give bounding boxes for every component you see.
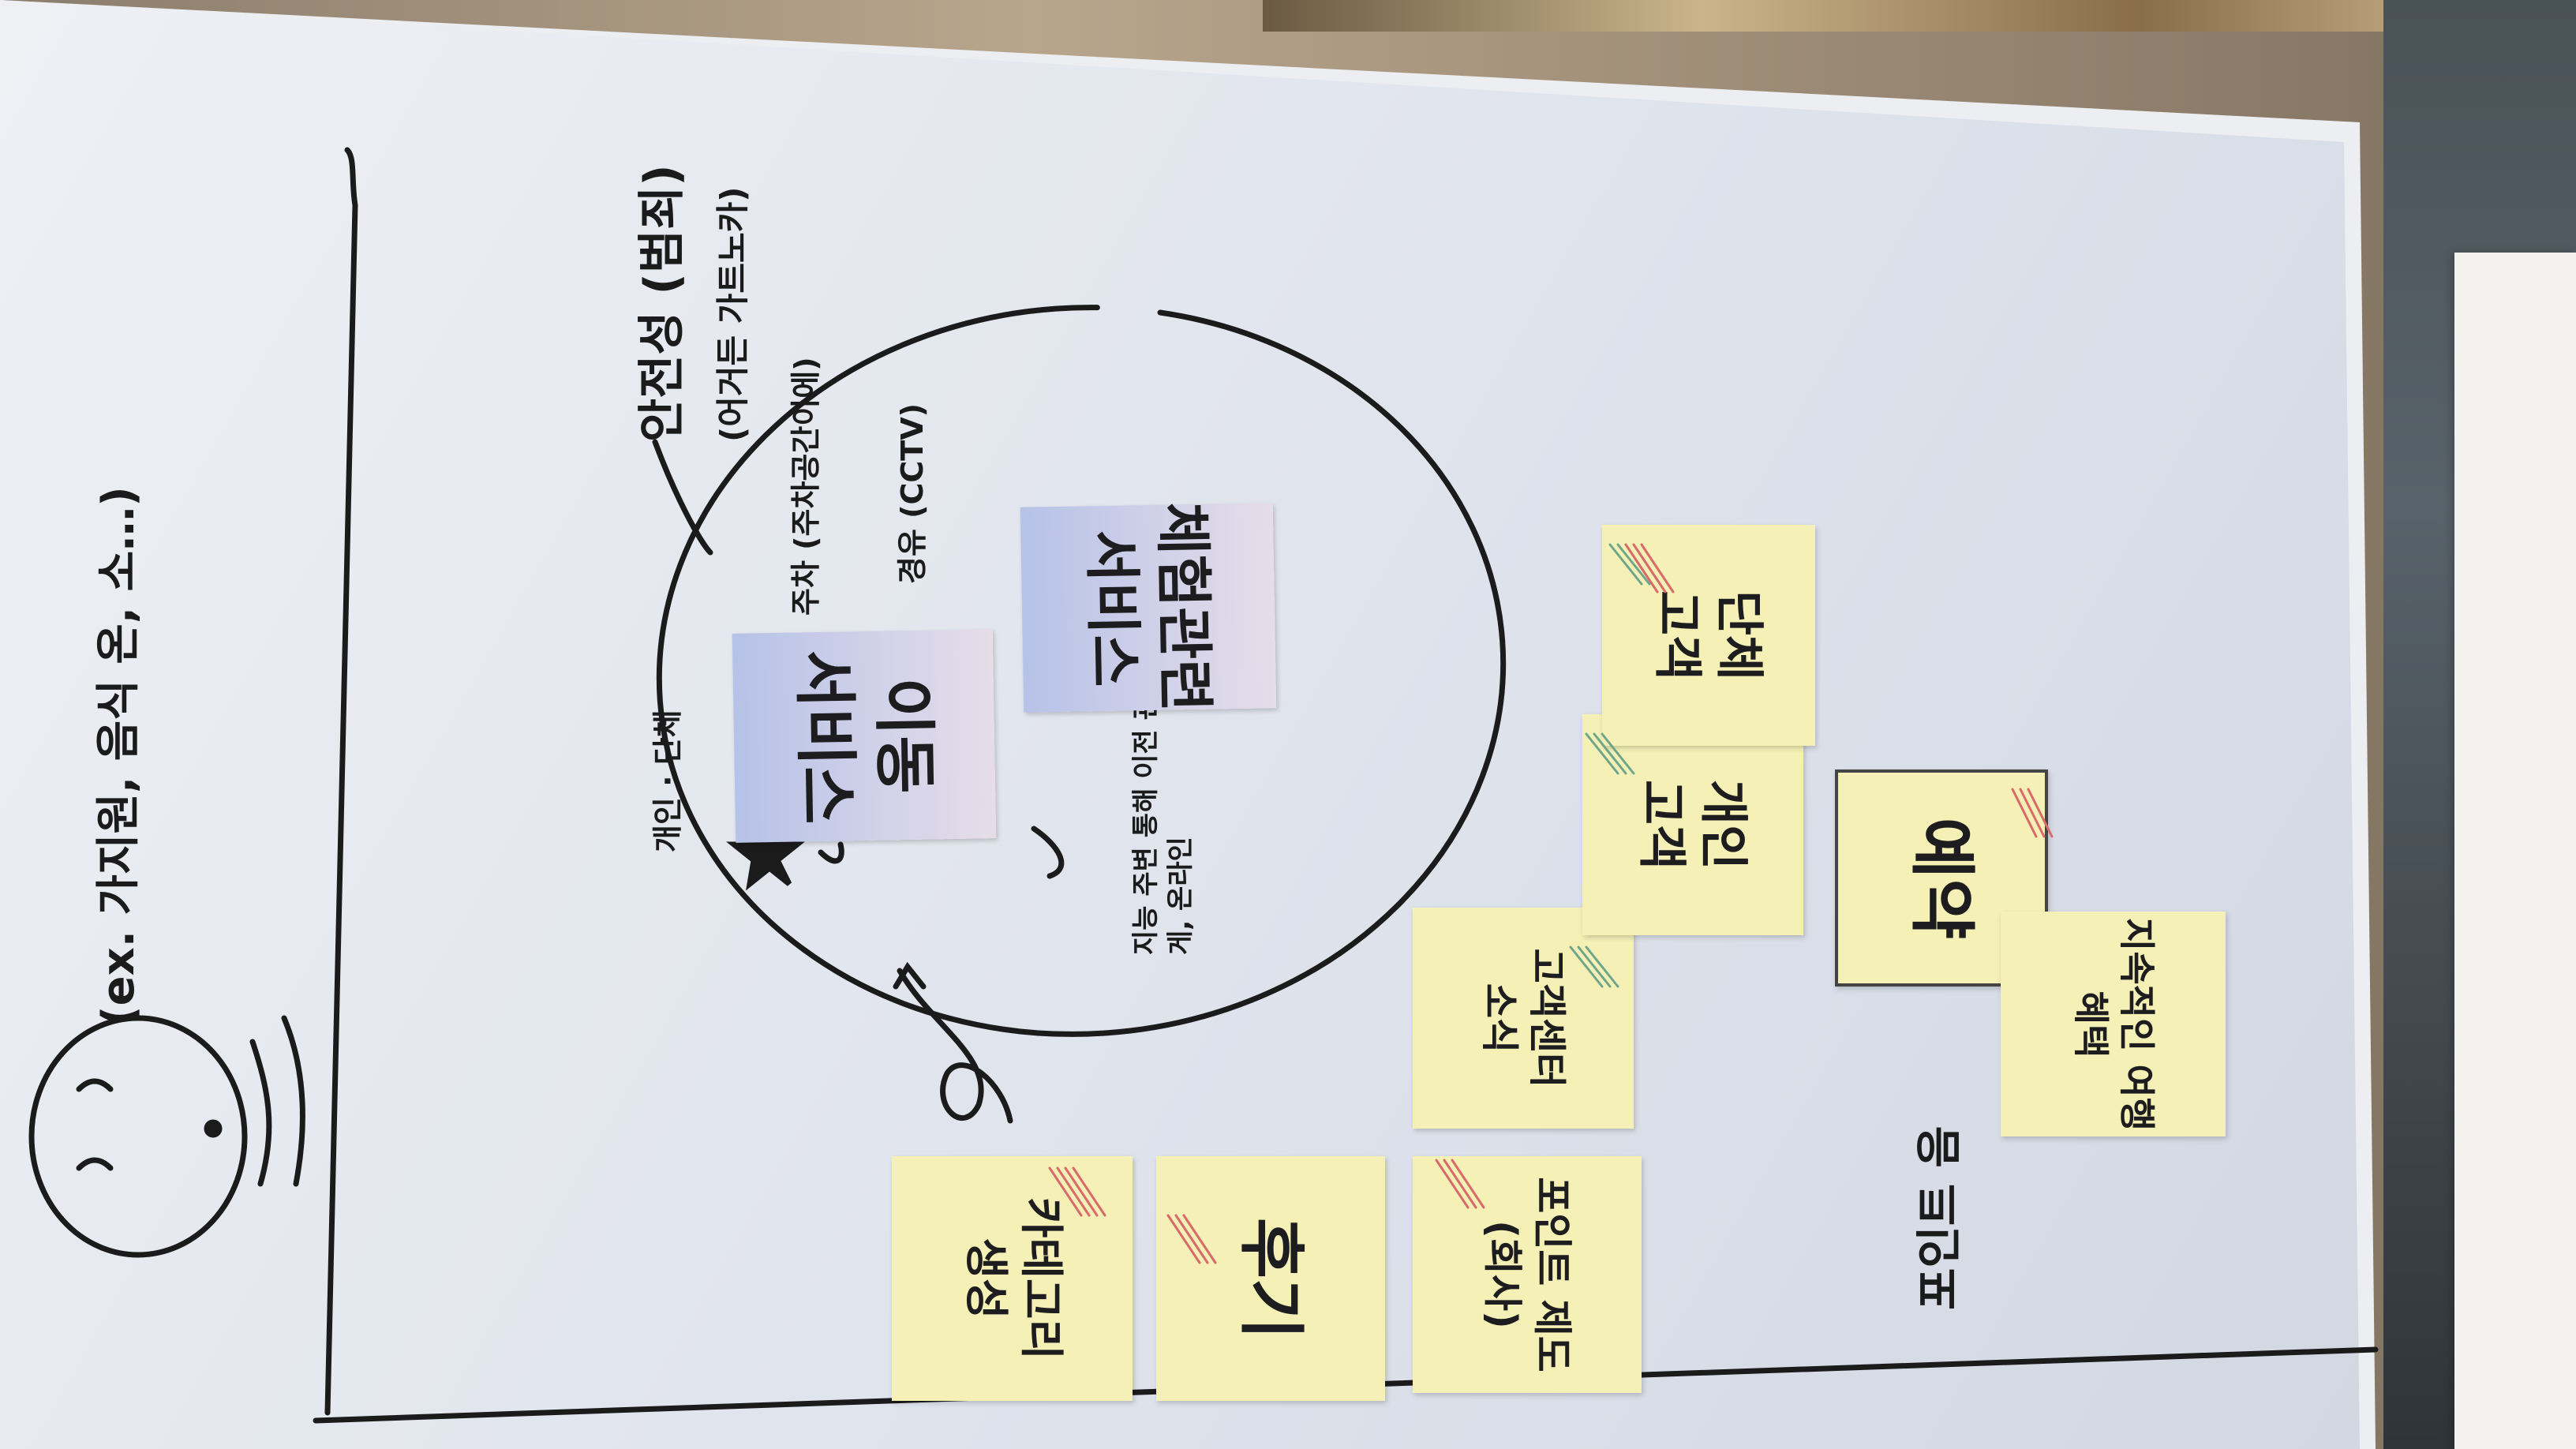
cycle-arrow bbox=[897, 968, 1013, 1124]
side-cabinet bbox=[2454, 253, 2576, 1449]
bookshelf bbox=[1263, 0, 2576, 32]
vertical-axis-line bbox=[324, 147, 358, 1416]
sticky-review: 후기 bbox=[1156, 1156, 1385, 1401]
face-doodle bbox=[28, 1015, 248, 1258]
sticky-point-system: 포인트 제도 (회사) bbox=[1413, 1156, 1642, 1393]
sticky-personal-customer: 개인 고객 bbox=[1582, 714, 1803, 935]
green-scribble bbox=[1569, 945, 1619, 988]
sticky-customer-center: 고객센터 소식 bbox=[1413, 908, 1634, 1129]
star-doodle bbox=[726, 811, 805, 891]
sticky-discount-benefit: 지속적인 여행 혜택 bbox=[2001, 912, 2226, 1136]
red-scribble bbox=[1048, 1166, 1106, 1217]
service-cycle-circle bbox=[656, 305, 1507, 1037]
